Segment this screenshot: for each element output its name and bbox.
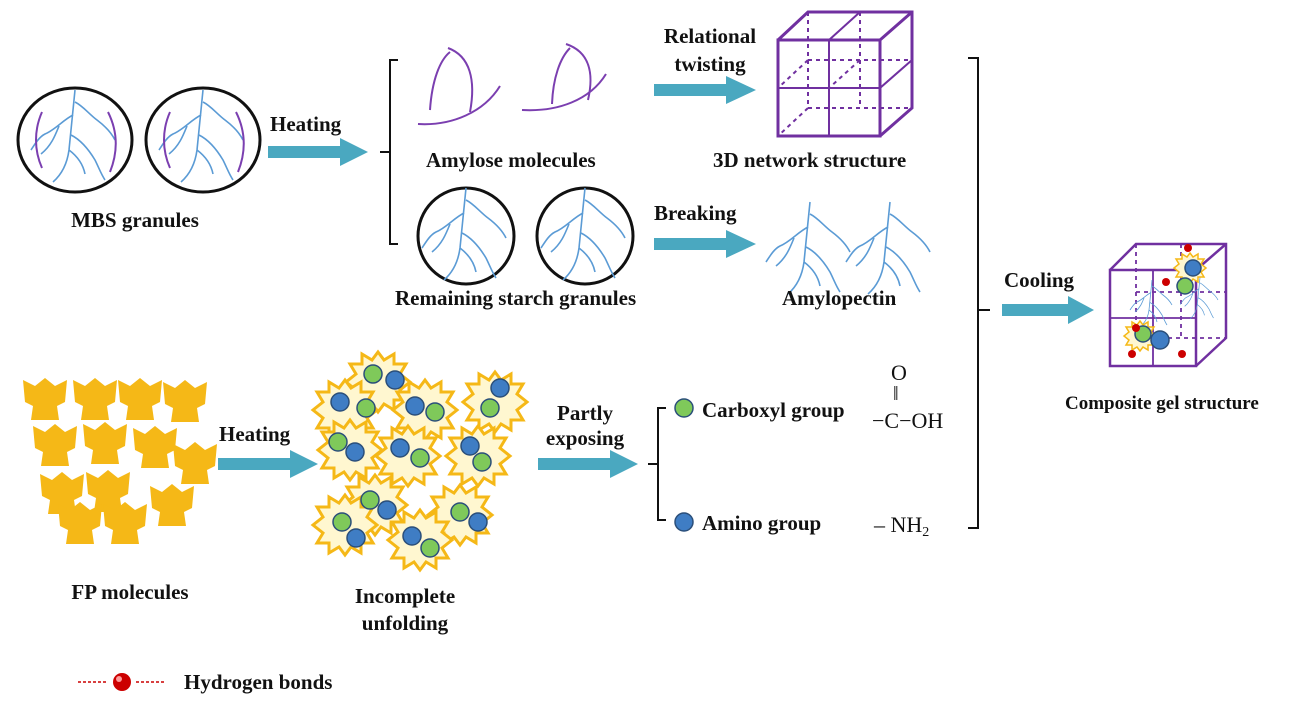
amylose-molecules-label: Amylose molecules: [426, 148, 596, 172]
amylopectin-branch-icon: [765, 201, 931, 295]
bracket-lower-icon: [648, 407, 666, 521]
composite-gel-label: Composite gel structure: [1065, 393, 1259, 414]
mbs-granule-right: [144, 86, 262, 194]
breaking-arrow: [654, 230, 756, 258]
cooling-arrow: [1002, 296, 1094, 324]
twisting-label: twisting: [674, 52, 746, 76]
amylose-chain-icon: [417, 43, 607, 126]
hydrogen-bonds-label: Hydrogen bonds: [184, 670, 333, 694]
partly-label: Partly: [557, 401, 613, 425]
amylopectin-label: Amylopectin: [782, 286, 897, 310]
remaining-granule-right: [535, 186, 635, 286]
relational-label: Relational: [663, 24, 757, 48]
carboxyl-oxygen: O: [891, 360, 907, 385]
mbs-granules-label: MBS granules: [71, 208, 199, 232]
carboxyl-double-bond: ‖: [893, 383, 899, 405]
carboxyl-dot-icon: [674, 398, 694, 418]
heating-bottom-label: Heating: [219, 422, 291, 446]
network-cube-icon: [776, 10, 914, 138]
bracket-right-icon: [968, 57, 990, 529]
exposing-label: exposing: [545, 426, 625, 450]
remaining-starch-label: Remaining starch granules: [395, 286, 637, 310]
unfolding-label: unfolding: [361, 611, 449, 635]
protein-molecule-icon: [23, 378, 217, 544]
amino-group-label: Amino group: [702, 511, 822, 535]
hydrogen-bond-icon: [78, 673, 166, 691]
heating-arrow-top: [268, 138, 368, 166]
twisting-arrow: [654, 76, 756, 104]
unfolded-protein-icon: [311, 350, 529, 572]
remaining-granule-left: [416, 186, 516, 286]
carboxyl-group-label: Carboxyl group: [702, 398, 845, 422]
carboxyl-formula: −C−OH: [872, 408, 944, 433]
heating-top-label: Heating: [270, 112, 342, 136]
bracket-upper-icon: [380, 59, 398, 245]
heating-arrow-bottom: [218, 450, 318, 478]
network-structure-label: 3D network structure: [713, 148, 907, 172]
incomplete-label: Incomplete: [354, 584, 456, 608]
amino-formula: – NH2: [874, 512, 930, 540]
exposing-arrow: [538, 450, 638, 478]
breaking-label: Breaking: [654, 201, 737, 225]
fp-molecules-label: FP molecules: [71, 580, 189, 604]
cooling-label: Cooling: [1004, 268, 1075, 292]
composite-gel-cube-icon: [1108, 242, 1228, 368]
amino-dot-icon: [674, 512, 694, 532]
mbs-granule-left: [16, 86, 134, 194]
